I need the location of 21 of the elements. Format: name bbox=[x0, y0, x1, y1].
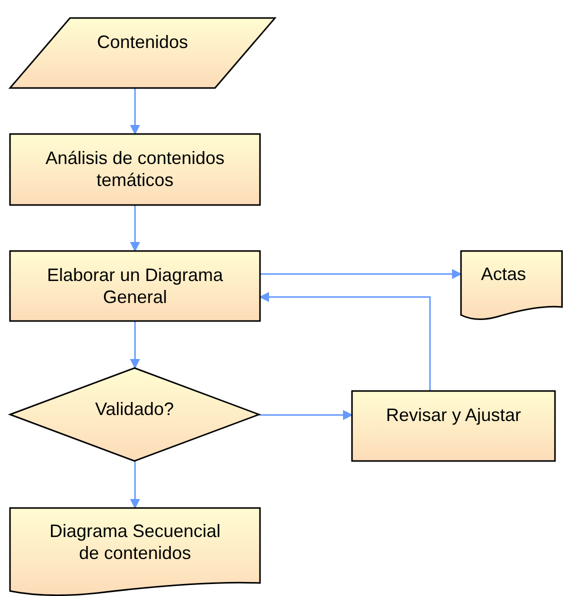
node-label: Elaborar un Diagrama General bbox=[46, 264, 224, 308]
node-label: Análisis de contenidos temáticos bbox=[44, 147, 226, 191]
process-box bbox=[10, 251, 260, 321]
arrow bbox=[130, 88, 140, 135]
node-label: Revisar y Ajustar bbox=[384, 404, 522, 426]
process-box bbox=[352, 391, 555, 461]
arrow bbox=[130, 461, 140, 509]
arrow bbox=[260, 269, 462, 279]
input-parallelogram bbox=[10, 18, 275, 88]
arrow bbox=[130, 205, 140, 252]
document-shape bbox=[10, 508, 260, 595]
node-label: Diagrama Secuencial de contenidos bbox=[48, 520, 222, 564]
document-shape bbox=[461, 251, 562, 319]
arrow bbox=[259, 292, 431, 391]
node-label: Actas bbox=[481, 263, 526, 285]
decision-diamond bbox=[10, 368, 259, 461]
arrow bbox=[259, 410, 353, 420]
node-label: Validado? bbox=[94, 398, 175, 420]
arrow bbox=[130, 321, 140, 369]
node-label: Contenidos bbox=[96, 31, 190, 53]
process-box bbox=[10, 134, 260, 205]
